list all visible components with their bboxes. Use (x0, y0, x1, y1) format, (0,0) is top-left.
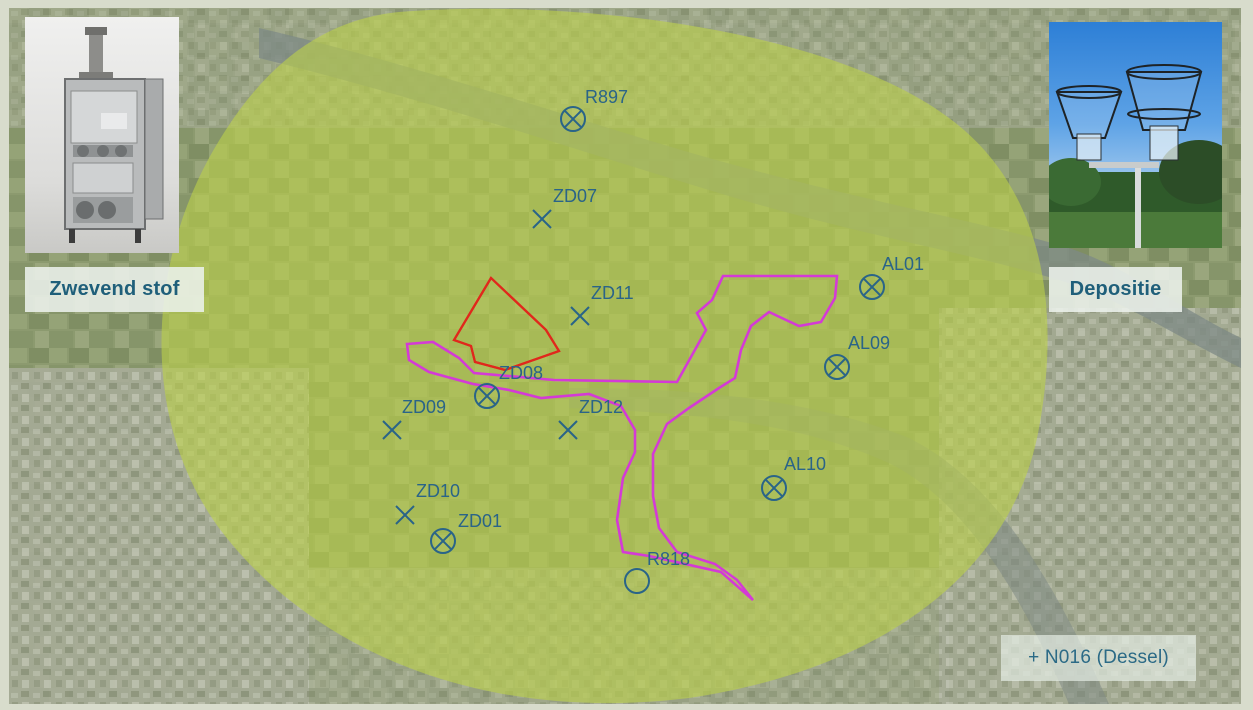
station-markers (382, 106, 885, 594)
station-label-zd01: ZD01 (458, 511, 503, 531)
station-label-al10: AL10 (784, 454, 827, 474)
station-label-al09: AL09 (848, 333, 891, 353)
suspended-dust-label: Zwevend stof (25, 267, 204, 312)
station-label-r897: R897 (585, 87, 629, 107)
air-sampler-photo (25, 17, 179, 253)
station-marker-zd07 (532, 209, 552, 229)
station-marker-zd01 (430, 528, 456, 554)
station-label-zd09: ZD09 (402, 397, 447, 417)
station-marker-al09 (824, 354, 850, 380)
station-label-zd07: ZD07 (553, 186, 598, 206)
extra-station-label: + N016 (Dessel) (1001, 635, 1196, 681)
buffer-zone (161, 8, 1048, 704)
station-label-zd10: ZD10 (416, 481, 461, 501)
station-label-zd12: ZD12 (579, 397, 624, 417)
station-marker-al10 (761, 475, 787, 501)
station-marker-zd10 (395, 505, 415, 525)
station-marker-zd08 (474, 383, 500, 409)
station-label-zd08: ZD08 (499, 363, 544, 383)
station-marker-r818 (624, 568, 650, 594)
station-marker-zd11 (570, 306, 590, 326)
deposition-collector-photo (1049, 22, 1222, 248)
station-label-al01: AL01 (882, 254, 925, 274)
station-marker-zd09 (382, 420, 402, 440)
station-marker-al01 (859, 274, 885, 300)
region-boundary (405, 274, 839, 601)
station-label-r818: R818 (647, 549, 691, 569)
station-marker-r897 (560, 106, 586, 132)
deposition-label: Depositie (1049, 267, 1182, 312)
station-marker-zd12 (558, 420, 578, 440)
station-label-zd11: ZD11 (591, 283, 634, 303)
